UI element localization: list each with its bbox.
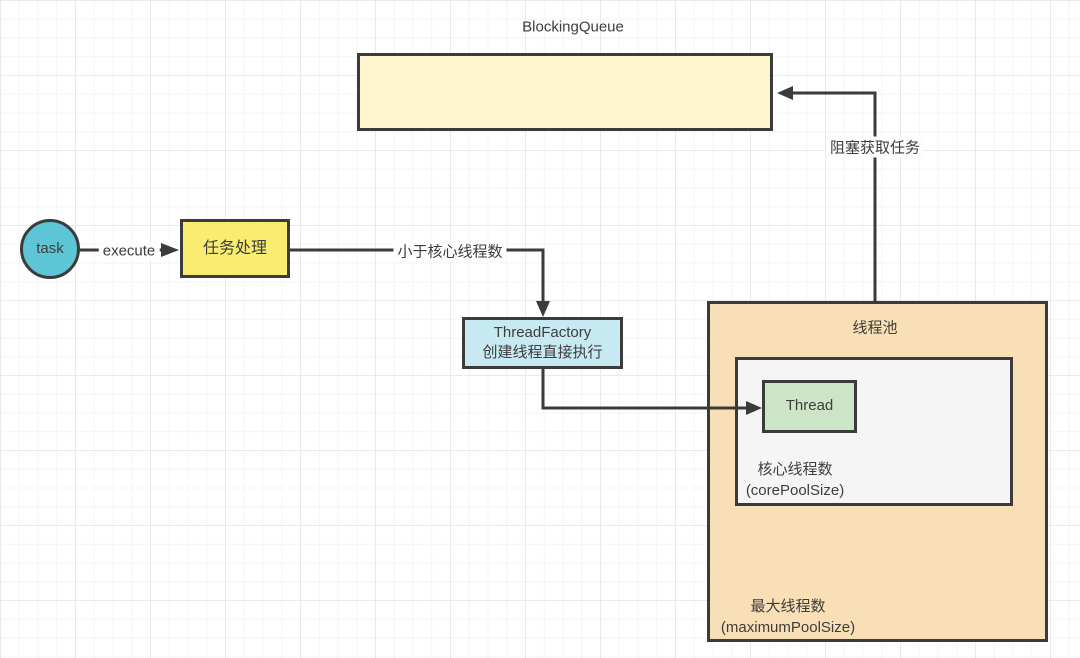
max-pool-label: 最大线程数 (maximumPoolSize)	[721, 596, 855, 638]
thread-factory-node: ThreadFactory 创建线程直接执行	[462, 317, 623, 369]
blocking-queue-title: BlockingQueue	[522, 18, 624, 36]
edge-less-than-core-line	[290, 248, 545, 302]
thread-factory-line1: ThreadFactory	[493, 323, 592, 341]
edge-label-execute: execute	[98, 242, 160, 260]
thread-node: Thread	[762, 380, 857, 433]
task-processing-node: 任务处理	[180, 219, 290, 278]
task-node-label: task	[36, 239, 64, 257]
thread-factory-label: ThreadFactory 创建线程直接执行	[482, 323, 602, 364]
edge-label-blocking-take: 阻塞获取任务	[825, 136, 925, 158]
edge-create-thread-line	[541, 369, 747, 410]
core-pool-line1: 核心线程数	[757, 461, 833, 478]
arrowhead-down-less-than-core	[536, 301, 550, 317]
arrowhead-left-blocking-take	[777, 86, 793, 100]
core-pool-line2: (corePoolSize)	[745, 482, 845, 499]
max-pool-line2: (maximumPoolSize)	[720, 619, 856, 636]
task-processing-label: 任务处理	[202, 239, 267, 257]
edge-blocking-take-line	[792, 91, 877, 301]
thread-factory-line2: 创建线程直接执行	[482, 344, 603, 361]
arrowhead-right-execute	[161, 243, 179, 257]
blocking-queue-box	[357, 53, 773, 131]
task-node: task	[20, 219, 80, 279]
max-pool-line1: 最大线程数	[750, 598, 826, 615]
thread-pool-title: 线程池	[852, 319, 898, 337]
arrowhead-right-create-thread	[746, 401, 762, 415]
core-pool-label: 核心线程数 (corePoolSize)	[746, 459, 844, 501]
thread-node-label: Thread	[785, 397, 834, 415]
edge-label-less-than-core: 小于核心线程数	[393, 240, 507, 262]
